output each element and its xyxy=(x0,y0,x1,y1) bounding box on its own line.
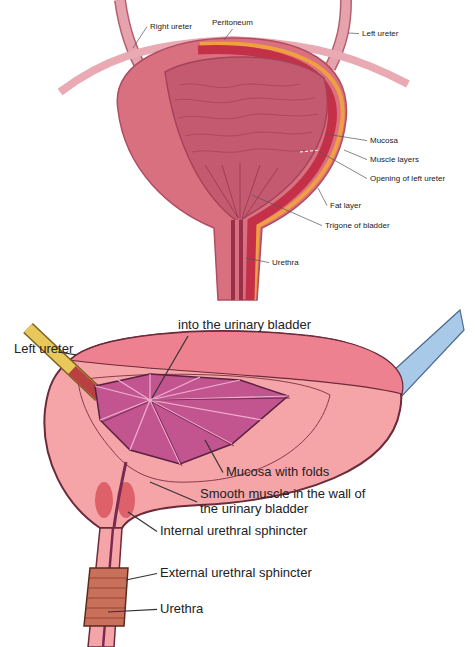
mucosa-cavity xyxy=(95,374,288,464)
part-label: into the urinary bladder xyxy=(178,318,311,333)
side-view xyxy=(28,310,464,647)
external-sphincter xyxy=(84,568,128,626)
part-label: Trigone of bladder xyxy=(325,221,390,230)
mucosa-fold-shadows xyxy=(102,398,290,466)
part-label: Peritoneum xyxy=(212,18,253,27)
bladder-wall xyxy=(117,38,346,300)
ureter-opening-dash xyxy=(300,150,320,152)
part-label: Fat layer xyxy=(330,201,361,210)
frontal-view xyxy=(60,0,408,300)
mucosa-wrinkles xyxy=(175,84,318,153)
leader-line xyxy=(128,512,157,531)
leader-line xyxy=(224,29,232,40)
bladder-cavity xyxy=(165,57,327,222)
leader-line xyxy=(108,609,157,612)
bladder-neck-channel xyxy=(114,462,126,528)
leader-line xyxy=(326,134,367,141)
part-label: Right ureter xyxy=(150,22,192,31)
part-label: Urethra xyxy=(272,258,299,267)
ureter-outline xyxy=(28,328,100,396)
leader-line xyxy=(126,573,157,580)
ureter xyxy=(28,328,100,396)
sphincter-bands xyxy=(85,578,127,618)
internal-sphincter-left xyxy=(95,482,113,518)
urethra-lumen xyxy=(231,220,243,300)
leader-line xyxy=(205,440,223,472)
part-label: Left ureter xyxy=(14,342,73,357)
part-label: Smooth muscle in the wall of the urinary… xyxy=(200,487,380,517)
leader-line xyxy=(344,150,367,160)
mucosa-folds xyxy=(95,374,288,464)
leader-line xyxy=(320,152,367,179)
part-label: Internal urethral sphincter xyxy=(160,524,307,539)
part-label: Opening of left ureter xyxy=(370,174,445,183)
leader-line xyxy=(133,27,147,48)
leader-line xyxy=(318,188,327,206)
urethra-center xyxy=(235,220,239,300)
leader-line xyxy=(348,33,359,35)
trigone-folds xyxy=(205,163,278,218)
part-label: Muscle layers xyxy=(370,155,419,164)
part-label: Left ureter xyxy=(362,29,398,38)
part-label: Mucosa xyxy=(370,136,398,145)
leader-line xyxy=(252,195,322,226)
part-label: Mucosa with folds xyxy=(226,465,329,480)
leader-line xyxy=(150,482,197,502)
part-label: External urethral sphincter xyxy=(160,566,312,581)
inner-wall xyxy=(78,374,330,482)
leader-line xyxy=(152,336,188,398)
leader-line xyxy=(246,258,269,263)
part-label: Urethra xyxy=(160,602,203,617)
